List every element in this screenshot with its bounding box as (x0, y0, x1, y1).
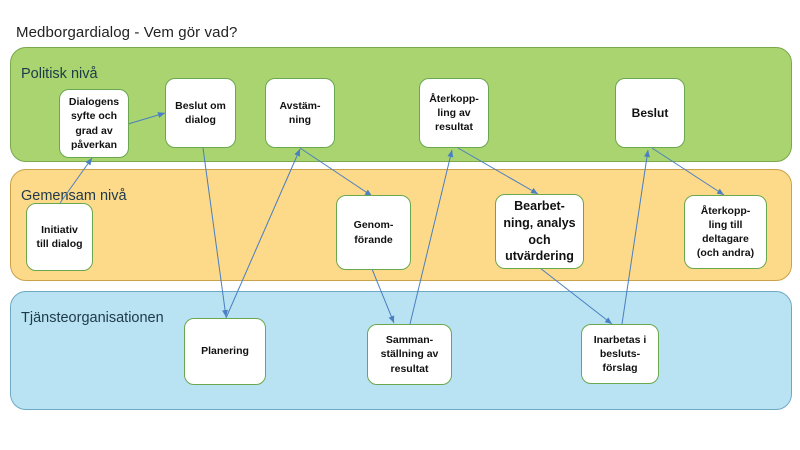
node-initiativ: Initiativ till dialog (26, 203, 93, 271)
node-bearbetning: Bearbet- ning, analys och utvärdering (495, 194, 584, 269)
lane-label-tjanste: Tjänsteorganisationen (21, 310, 164, 326)
arrow-beslut-to-aterkoppling-deltagare (651, 147, 725, 196)
arrow-beslut-om-dialog-to-planering (202, 147, 229, 318)
arrow-syfte-to-beslut-om-dialog (127, 112, 166, 125)
arrow-planering-to-avstamning (225, 148, 301, 319)
lane-label-politisk: Politisk nivå (21, 66, 98, 82)
node-beslut-om-dialog: Beslut om dialog (165, 78, 236, 148)
node-beslut: Beslut (615, 78, 685, 148)
node-avstamning: Avstäm- ning (265, 78, 335, 148)
arrow-initiativ-to-syfte (59, 157, 93, 204)
node-inarbetas: Inarbetas i besluts- förslag (581, 324, 659, 384)
node-aterkoppling-deltagare: Återkopp- ling till deltagare (och andra… (684, 195, 767, 269)
arrow-inarbetas-to-beslut (621, 149, 650, 325)
lane-label-gemensam: Gemensam nivå (21, 188, 127, 204)
node-sammanstallning: Samman- ställning av resultat (367, 324, 452, 385)
arrow-sammanstallning-to-aterkoppling (409, 149, 454, 325)
node-dialogens-syfte: Dialogens syfte och grad av påverkan (59, 89, 129, 158)
arrow-bearbetning-to-inarbetas (539, 267, 613, 325)
node-planering: Planering (184, 318, 266, 385)
node-aterkoppling-resultat: Återkopp- ling av resultat (419, 78, 489, 148)
diagram-title: Medborgardialog - Vem gör vad? (16, 24, 238, 41)
arrow-avstamning-to-genomforande (299, 147, 373, 197)
arrow-aterkoppling-to-bearbetning (457, 147, 539, 195)
arrow-genomforande-to-sammanstallning (371, 268, 395, 324)
node-genomforande: Genom- förande (336, 195, 411, 270)
